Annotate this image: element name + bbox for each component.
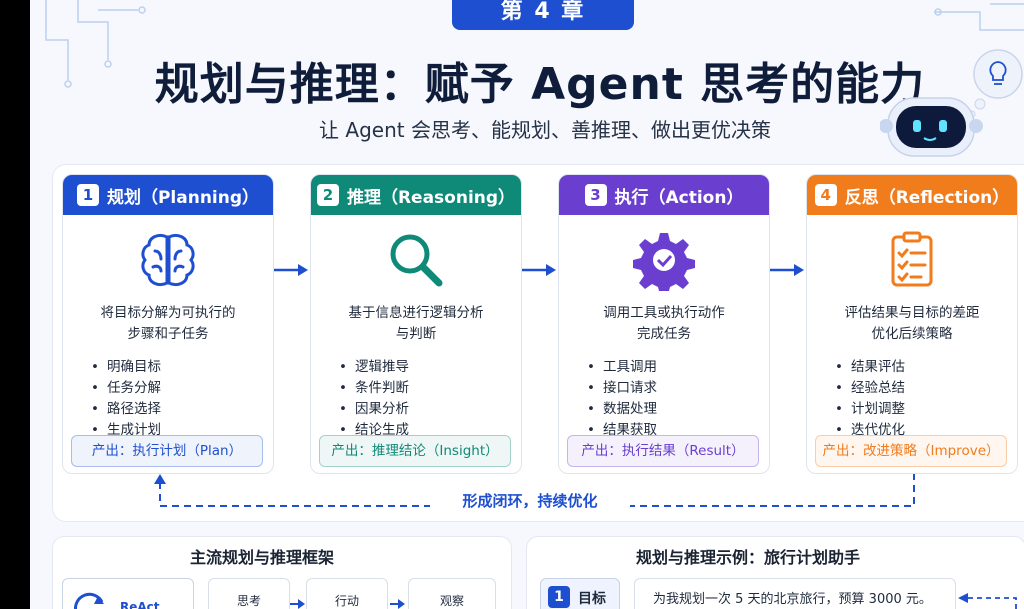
step-item: 明确目标 bbox=[91, 357, 273, 378]
loop-label: 形成闭环，持续优化 bbox=[430, 490, 630, 511]
step-description: 评估结果与目标的差距 优化后续策略 bbox=[807, 303, 1017, 345]
step-card-1: 1 规划（Planning） 将目标分解为可执行的 步骤和子任务 明确目标任务分… bbox=[62, 174, 274, 474]
step-output: 产出：推理结论（Insight） bbox=[319, 435, 511, 467]
dashed-connector bbox=[958, 593, 1017, 609]
brain-icon bbox=[63, 229, 273, 291]
magnifier-icon bbox=[311, 229, 521, 291]
step-description-line: 调用工具或执行动作 bbox=[603, 305, 725, 321]
arrow-right-icon bbox=[522, 264, 556, 276]
robot-mascot-icon bbox=[880, 49, 1023, 157]
page-subtitle: 让 Agent 会思考、能规划、善推理、做出更优决策 bbox=[319, 118, 771, 142]
stage-observe: 观察 bbox=[408, 578, 496, 609]
step-item: 工具调用 bbox=[587, 357, 769, 378]
step-item: 逻辑推导 bbox=[339, 357, 521, 378]
page-title: 规划与推理：赋予 Agent 思考的能力 bbox=[154, 59, 926, 110]
step-item: 路径选择 bbox=[91, 399, 273, 420]
step-item: 结论生成 bbox=[339, 420, 521, 441]
cycle-icon bbox=[74, 592, 104, 609]
step-item: 迭代优化 bbox=[835, 420, 1017, 441]
step-header: 1 规划（Planning） bbox=[63, 175, 273, 215]
checklist-icon bbox=[807, 229, 1017, 291]
example-title: 规划与推理示例：旅行计划助手 bbox=[636, 548, 861, 567]
step-description-line: 与判断 bbox=[395, 326, 437, 342]
step-item: 因果分析 bbox=[339, 399, 521, 420]
step-item: 计划调整 bbox=[835, 399, 1017, 420]
step-item-list: 工具调用接口请求数据处理结果获取 bbox=[587, 357, 769, 441]
step-item: 数据处理 bbox=[587, 399, 769, 420]
step-card-4: 4 反思（Reflection） 评估结果与目标的差距 优化后续策略 结果评估经… bbox=[806, 174, 1018, 474]
step-description-line: 评估结果与目标的差距 bbox=[844, 305, 980, 321]
goal-text: 为我规划一次 5 天的北京旅行，预算 3000 元。 bbox=[634, 578, 956, 609]
step-number: 1 bbox=[76, 184, 99, 206]
stage-act: 行动 bbox=[306, 578, 388, 609]
arrow-right-icon bbox=[770, 264, 804, 276]
step-description-line: 完成任务 bbox=[637, 326, 691, 342]
step-output: 产出：改进策略（Improve） bbox=[815, 435, 1007, 467]
step-description: 基于信息进行逻辑分析 与判断 bbox=[311, 303, 521, 345]
step-item: 经验总结 bbox=[835, 378, 1017, 399]
step-output: 产出：执行结果（Result） bbox=[567, 435, 759, 467]
gear-icon bbox=[559, 229, 769, 291]
step-item-list: 结果评估经验总结计划调整迭代优化 bbox=[835, 357, 1017, 441]
step-title: 反思（Reflection） bbox=[844, 187, 1010, 208]
step-item: 结果评估 bbox=[835, 357, 1017, 378]
step-item: 接口请求 bbox=[587, 378, 769, 399]
step-description-line: 步骤和子任务 bbox=[127, 326, 209, 342]
arrow-right-icon bbox=[290, 599, 305, 609]
react-label: ReAct bbox=[120, 600, 160, 609]
left-edge-strip bbox=[0, 0, 30, 609]
step-number: 3 bbox=[584, 184, 607, 206]
goal-step-number: 1 bbox=[548, 586, 570, 608]
step-description-line: 基于信息进行逻辑分析 bbox=[348, 305, 484, 321]
step-title: 推理（Reasoning） bbox=[346, 187, 516, 208]
step-item: 结果获取 bbox=[587, 420, 769, 441]
stage-think: 思考 bbox=[208, 578, 290, 609]
step-title: 执行（Action） bbox=[614, 187, 744, 208]
step-description-line: 将目标分解为可执行的 bbox=[100, 305, 236, 321]
arrow-right-icon bbox=[390, 599, 405, 609]
circuit-decoration-right bbox=[934, 3, 1024, 31]
step-description-line: 优化后续策略 bbox=[871, 326, 953, 342]
step-card-3: 3 执行（Action） 调用工具或执行动作 完成任务 工具调用接口请求数据处理… bbox=[558, 174, 770, 474]
step-item: 生成计划 bbox=[91, 420, 273, 441]
react-framework-card[interactable] bbox=[62, 578, 194, 609]
arrow-right-icon bbox=[274, 264, 308, 276]
step-title: 规划（Planning） bbox=[106, 187, 260, 208]
step-item-list: 逻辑推导条件判断因果分析结论生成 bbox=[339, 357, 521, 441]
step-card-2: 2 推理（Reasoning） 基于信息进行逻辑分析 与判断 逻辑推导条件判断因… bbox=[310, 174, 522, 474]
step-output: 产出：执行计划（Plan） bbox=[71, 435, 263, 467]
goal-step-label: 目标 bbox=[578, 591, 606, 607]
step-item: 条件判断 bbox=[339, 378, 521, 399]
step-item-list: 明确目标任务分解路径选择生成计划 bbox=[91, 357, 273, 441]
frameworks-title: 主流规划与推理框架 bbox=[190, 548, 335, 567]
step-description: 调用工具或执行动作 完成任务 bbox=[559, 303, 769, 345]
step-item: 任务分解 bbox=[91, 378, 273, 399]
step-header: 3 执行（Action） bbox=[559, 175, 769, 215]
step-description: 将目标分解为可执行的 步骤和子任务 bbox=[63, 303, 273, 345]
circuit-decoration-left bbox=[45, 0, 146, 88]
step-number: 4 bbox=[814, 184, 837, 206]
step-number: 2 bbox=[316, 184, 339, 206]
step-header: 4 反思（Reflection） bbox=[807, 175, 1017, 215]
chapter-badge: 第 4 章 bbox=[452, 0, 634, 30]
step-header: 2 推理（Reasoning） bbox=[311, 175, 521, 215]
